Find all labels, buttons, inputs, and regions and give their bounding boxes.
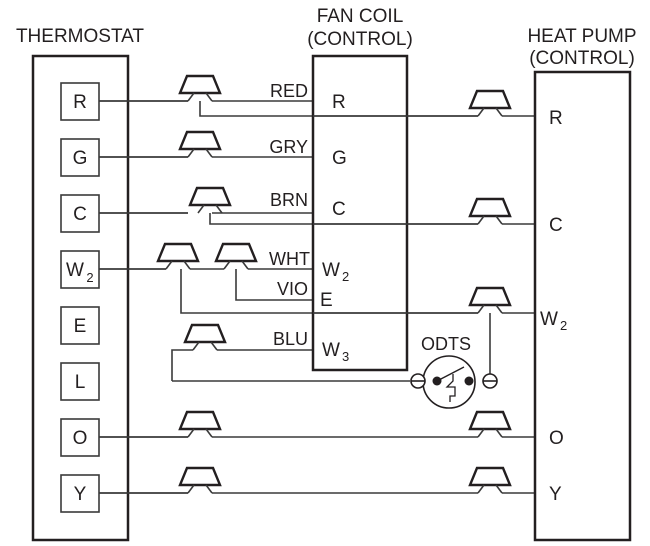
fan-coil-terminal-w2: W 2 (322, 260, 349, 284)
connector-blu (183, 323, 227, 351)
wire-e-vio (235, 269, 313, 301)
wire-label-brown: BRN (270, 190, 308, 210)
connector-o-right (468, 410, 512, 438)
fan-coil-terminal-r: R (332, 92, 346, 113)
thermostat-terminals: R G C W 2 E L O Y (60, 82, 100, 513)
odts-switch-arm (436, 366, 465, 382)
svg-text:O: O (73, 428, 88, 449)
thermostat-box (31, 54, 130, 542)
heat-pump-title-line2: (CONTROL) (529, 48, 635, 69)
connector-y-right (468, 466, 512, 494)
wire-label-red: RED (270, 81, 308, 101)
fan-coil-terminals: R G C W 2 E W 3 (320, 92, 349, 364)
wire-label-gray: GRY (269, 137, 308, 157)
connector-w2-right (468, 286, 512, 314)
svg-text:W: W (540, 309, 558, 330)
odts-label: ODTS (421, 334, 471, 354)
svg-text:2: 2 (342, 269, 349, 284)
connector-w2-left (156, 242, 200, 270)
connector-c-left (188, 186, 232, 214)
fan-coil-terminal-w3: W 3 (322, 340, 349, 364)
svg-text:W: W (322, 340, 340, 361)
heat-pump-terminal-r: R (549, 108, 563, 129)
connector-c-right (468, 197, 512, 225)
svg-text:Y: Y (74, 484, 87, 505)
fan-coil-terminal-e: E (320, 290, 333, 311)
thermostat-title: THERMOSTAT (16, 26, 144, 47)
thermostat-terminal-y: Y (60, 474, 100, 513)
heat-pump-terminal-c: C (549, 215, 563, 236)
odts-thermal-element (445, 374, 456, 402)
thermostat-terminal-r: R (60, 82, 100, 121)
svg-text:3: 3 (342, 349, 349, 364)
fan-coil-terminal-c: C (332, 199, 346, 220)
connector-y-left (178, 466, 222, 494)
wires (99, 100, 535, 494)
connector-g-left (178, 130, 222, 158)
fan-coil-terminal-g: G (332, 148, 347, 169)
heat-pump-terminal-y: Y (549, 484, 562, 505)
heat-pump-box (533, 70, 632, 542)
fan-coil-title-line2: (CONTROL) (307, 29, 413, 50)
svg-text:2: 2 (86, 270, 93, 285)
svg-text:2: 2 (560, 318, 567, 333)
svg-text:G: G (73, 148, 88, 169)
fan-coil-box (311, 54, 409, 372)
wire-label-violet: VIO (277, 279, 308, 299)
thermostat-terminal-c: C (60, 194, 100, 233)
fan-coil-title-line1: FAN COIL (317, 6, 404, 27)
connector-r-left (178, 74, 222, 102)
connector-r-right (468, 89, 512, 117)
heat-pump-terminal-w2: W 2 (540, 309, 567, 333)
wire-w3-blu (171, 349, 313, 381)
wire-connectors (156, 74, 512, 494)
svg-text:W: W (66, 260, 84, 281)
wire-label-blue: BLU (273, 329, 308, 349)
svg-text:C: C (73, 204, 87, 225)
heat-pump-terminals: R C W 2 O Y (540, 108, 567, 505)
svg-text:W: W (322, 260, 340, 281)
svg-text:R: R (73, 92, 87, 113)
odts-contact-right (464, 376, 474, 386)
heat-pump-terminal-o: O (549, 428, 564, 449)
odts-sensor: ODTS (410, 334, 498, 409)
wire-label-white: WHT (269, 249, 310, 269)
svg-text:E: E (74, 316, 87, 337)
thermostat-terminal-w2: W 2 (60, 250, 100, 289)
thermostat-terminal-o: O (60, 418, 100, 457)
thermostat-terminal-g: G (60, 138, 100, 177)
thermostat-terminal-e: E (60, 306, 100, 345)
svg-text:L: L (75, 372, 86, 393)
connector-w2-mid (214, 242, 258, 270)
wire-crossings (99, 100, 478, 494)
heat-pump-title-line1: HEAT PUMP (527, 26, 636, 47)
thermostat-terminal-l: L (60, 362, 100, 401)
connector-o-left (178, 410, 222, 438)
wire-color-labels: RED GRY BRN WHT VIO BLU (269, 81, 310, 349)
